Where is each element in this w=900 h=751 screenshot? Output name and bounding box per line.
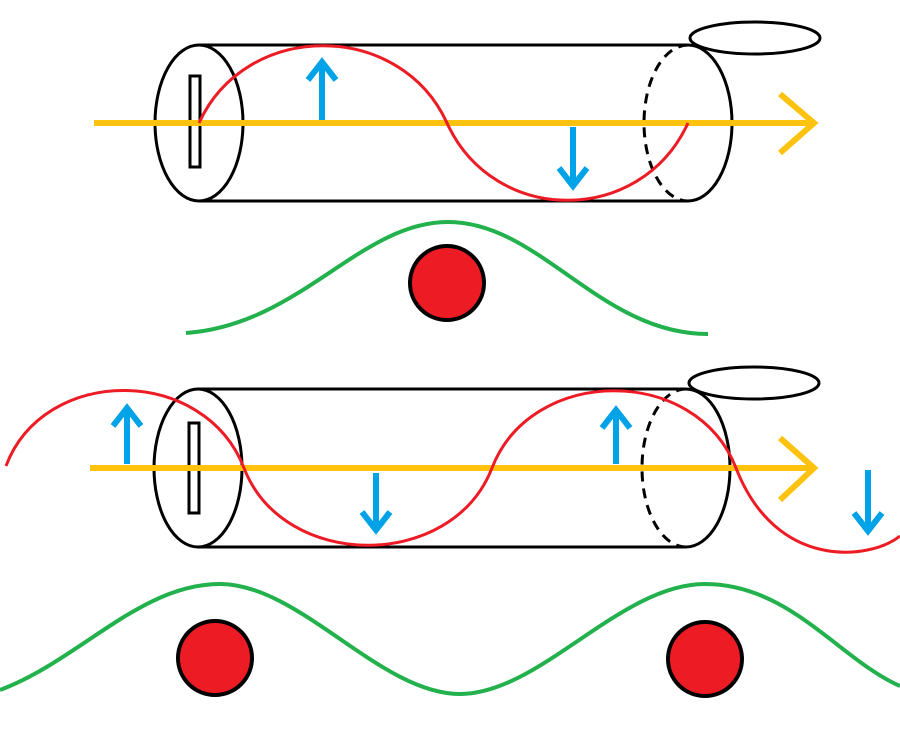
top-wave xyxy=(197,44,690,202)
field-arrow-icon xyxy=(851,470,885,536)
bottom-beam xyxy=(90,435,819,503)
top-tube-cap-ring xyxy=(688,20,822,56)
field-arrow-icon xyxy=(359,473,393,535)
field-arrow-icon xyxy=(110,403,144,464)
bottom-wave xyxy=(4,389,900,554)
particle-icon xyxy=(408,244,486,322)
top-panel xyxy=(94,20,822,336)
top-envelope xyxy=(185,219,709,336)
particle-icon xyxy=(666,620,744,698)
beam-arrow-head xyxy=(777,435,819,503)
field-arrow-icon xyxy=(305,57,339,120)
top-tube-back-end-hidden xyxy=(642,43,689,203)
bottom-field-arrows xyxy=(110,403,885,536)
top-beam xyxy=(94,91,819,156)
particle-icon xyxy=(176,619,254,697)
bottom-tube-back-end-hidden xyxy=(640,387,687,549)
bottom-tube xyxy=(152,365,821,549)
field-arrow-icon xyxy=(599,405,633,464)
beam-arrow-head xyxy=(778,91,819,156)
bottom-tube-cap-ring xyxy=(687,365,821,401)
bottom-panel xyxy=(0,365,900,698)
field-arrow-icon xyxy=(556,127,590,191)
top-field-arrows xyxy=(305,57,590,191)
top-tube xyxy=(153,20,822,203)
bottom-envelope xyxy=(0,581,900,697)
